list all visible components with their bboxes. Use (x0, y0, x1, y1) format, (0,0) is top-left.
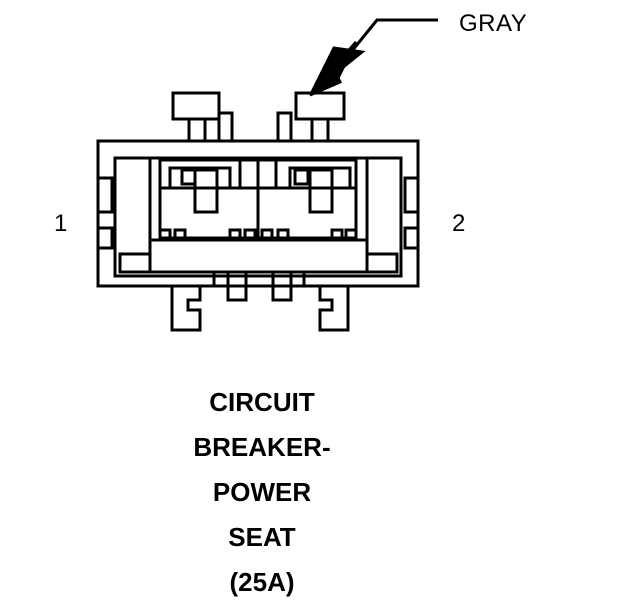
housing-inner (113, 156, 403, 278)
caption-line: CIRCUIT (209, 387, 315, 417)
bottom-bar (148, 238, 369, 274)
wire-color-label: GRAY (459, 10, 528, 37)
pin-label-2: 2 (452, 210, 466, 237)
caption-line: SEAT (228, 522, 296, 552)
top-terminal-right (294, 91, 346, 143)
side-slot-left (96, 226, 114, 250)
caption-line: (25A) (229, 567, 295, 597)
bottom-lock-left (118, 252, 152, 274)
top-terminal-left (171, 91, 221, 143)
top-stub (276, 111, 293, 143)
cavity-terminal-2 (288, 166, 352, 214)
bottom-terminals (170, 270, 350, 332)
caption-line: POWER (212, 477, 312, 507)
leader-arrow (308, 18, 438, 97)
caption-line: BREAKER- (193, 432, 331, 462)
side-slot-right (403, 226, 420, 250)
side-slot-left (96, 176, 114, 214)
side-slot-right (403, 176, 420, 214)
cavity-terminal-1 (168, 166, 232, 214)
component-caption: CIRCUIT BREAKER- POWER SEAT (25A) (112, 380, 412, 605)
top-stub (217, 111, 234, 143)
bottom-lock-right (365, 252, 399, 274)
pin-label-1: 1 (54, 210, 68, 237)
